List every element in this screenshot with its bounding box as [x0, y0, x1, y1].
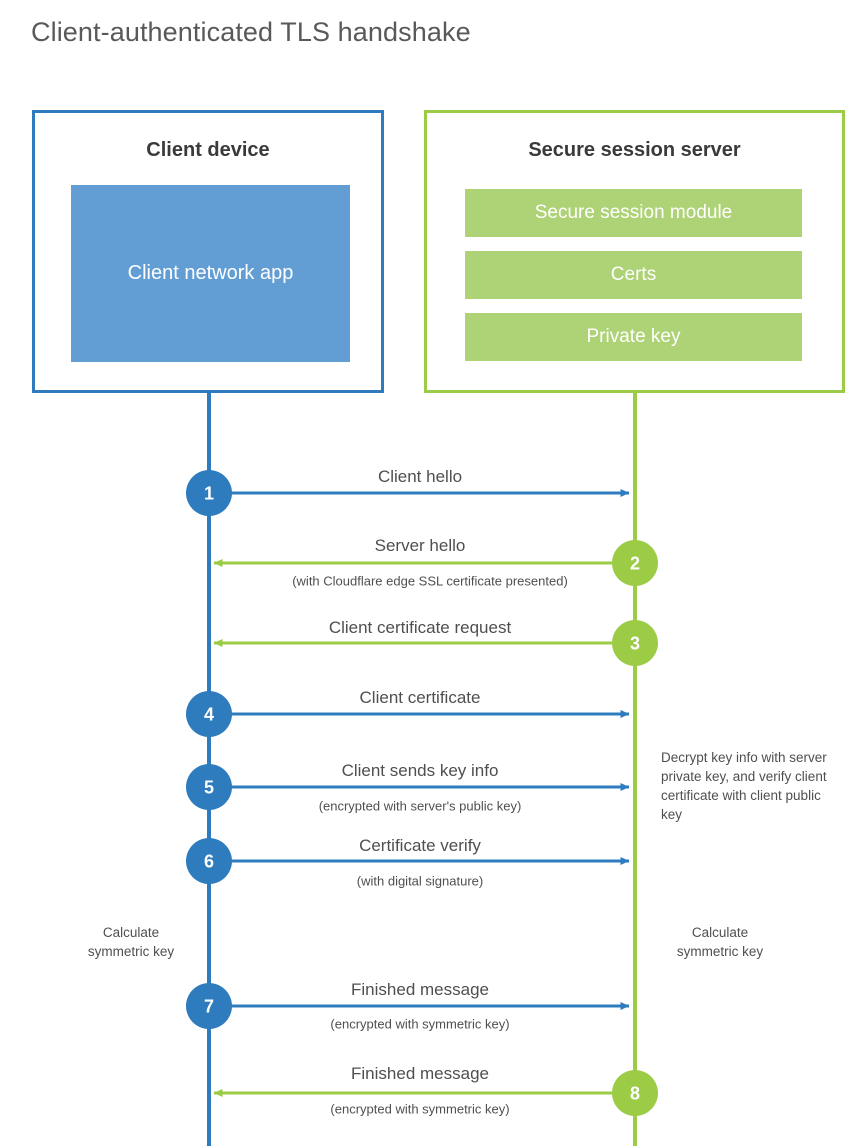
- message-label-2: Server hello: [374, 536, 466, 555]
- step-marker-8: [612, 1070, 658, 1116]
- message-sublabel-7: (encrypted with symmetric key): [330, 1016, 510, 1032]
- client-device-title: Client device: [146, 139, 270, 161]
- step-marker-5: [186, 764, 232, 810]
- server-calculate-symmetric-key-note: Calculate symmetric key: [676, 925, 764, 960]
- message-sublabel-5: (encrypted with server's public key): [318, 798, 522, 814]
- message-sublabel-8: (encrypted with symmetric key): [330, 1101, 510, 1117]
- step-number-3: 3: [629, 633, 641, 654]
- server-component-secure-session-module: Secure session module: [465, 189, 802, 237]
- step-marker-7: [186, 983, 232, 1029]
- client-calculate-symmetric-key-note: Calculate symmetric key: [87, 925, 175, 960]
- step-marker-6: [186, 838, 232, 884]
- secure-session-server-title: Secure session server: [528, 139, 741, 161]
- server-component-private-key: Private key: [465, 313, 802, 361]
- server-component-certs: Certs: [465, 251, 802, 299]
- step-marker-2: [612, 540, 658, 586]
- step-marker-1: [186, 470, 232, 516]
- step-marker-3: [612, 620, 658, 666]
- page-title: Client-authenticated TLS handshake: [31, 17, 471, 47]
- step-number-2: 2: [629, 553, 641, 574]
- message-label-1: Client hello: [377, 467, 463, 486]
- server-decrypt-note: Decrypt key info with server private key…: [661, 750, 827, 823]
- message-label-8: Finished message: [351, 1064, 489, 1083]
- message-label-6: Certificate verify: [359, 836, 481, 855]
- step-number-6: 6: [203, 851, 215, 872]
- step-number-8: 8: [629, 1083, 641, 1104]
- client-device-box: Client device Client network app: [32, 110, 384, 393]
- message-label-4: Client certificate: [359, 688, 481, 707]
- message-sublabel-6: (with digital signature): [356, 873, 484, 889]
- step-number-5: 5: [203, 777, 215, 798]
- message-label-7: Finished message: [351, 980, 489, 999]
- message-sublabel-2: (with Cloudflare edge SSL certificate pr…: [292, 573, 568, 589]
- message-label-5: Client sends key info: [341, 761, 499, 780]
- client-network-app-block: Client network app: [71, 185, 350, 362]
- secure-session-server-box: Secure session server Secure session mod…: [424, 110, 845, 393]
- step-number-4: 4: [203, 704, 215, 725]
- step-number-7: 7: [203, 996, 215, 1017]
- step-marker-4: [186, 691, 232, 737]
- message-label-3: Client certificate request: [328, 618, 512, 637]
- step-number-1: 1: [203, 483, 215, 504]
